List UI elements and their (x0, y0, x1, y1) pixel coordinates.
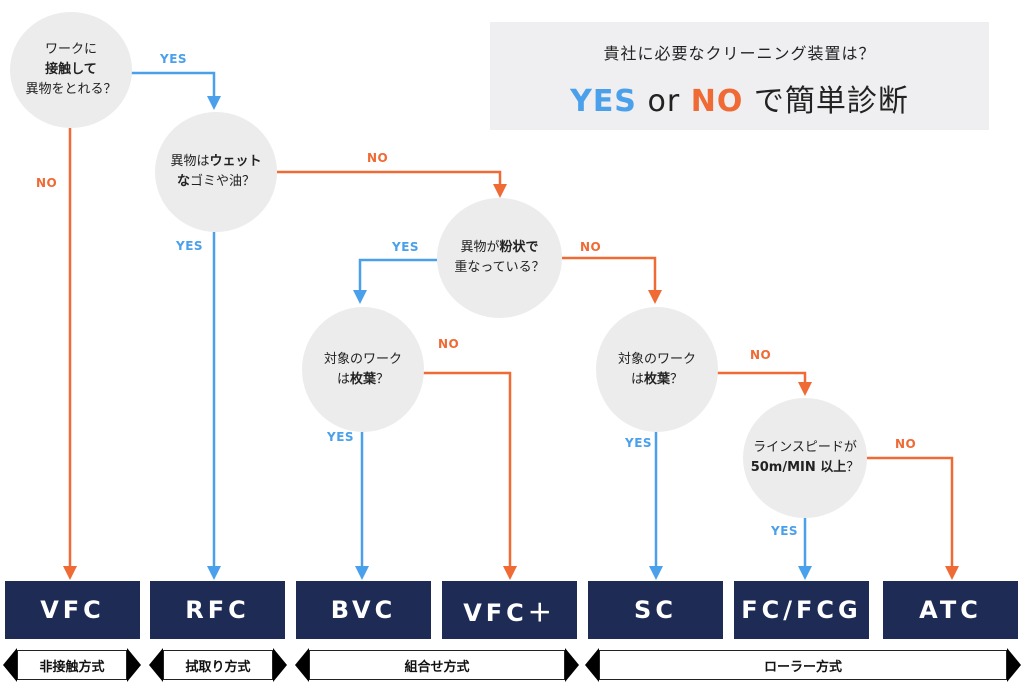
label-q1-no: NO (36, 176, 58, 190)
headline-yes: YES (570, 84, 637, 119)
result-vfc: VFC (5, 581, 140, 639)
headline-no: NO (690, 84, 744, 119)
category-combined: 組合せ方式 (295, 648, 579, 682)
band-arrow-right-icon (565, 648, 579, 682)
question-contact: ワークに 接触して 異物をとれる？ (10, 12, 132, 128)
band-arrow-right-icon (1007, 648, 1021, 682)
wire-q3-yes (358, 258, 437, 292)
headline-tail: で簡単診断 (753, 84, 909, 119)
band-arrow-left-icon (149, 648, 163, 682)
arrow-q1-no (63, 566, 77, 580)
label-q6-no: NO (895, 437, 917, 451)
label-q5-no: NO (750, 348, 772, 362)
wire-q5-no (716, 371, 807, 384)
band-arrow-left-icon (3, 648, 17, 682)
wire-q3-no (562, 256, 657, 292)
category-non-contact: 非接触方式 (3, 648, 141, 682)
arrow-q1-yes (207, 96, 221, 110)
arrow-q6-yes (798, 566, 812, 580)
headline-or: or (647, 84, 681, 119)
label-q2-no: NO (367, 151, 389, 165)
category-wipe: 拭取り方式 (149, 648, 287, 682)
panel-subtitle: 貴社に必要なクリーニング装置は？ (603, 44, 876, 63)
title-panel: 貴社に必要なクリーニング装置は？ YES or NO で簡単診断 (490, 22, 989, 130)
band-arrow-left-icon (585, 648, 599, 682)
arrow-q2-yes (207, 566, 221, 580)
result-bvc: BVC (296, 581, 431, 639)
label-q2-yes: YES (176, 239, 204, 253)
wire-q2-no (277, 170, 502, 186)
question-line-speed: ラインスピードが 50m/MIN 以上？ (743, 398, 867, 518)
wire-q1-yes (120, 71, 216, 96)
question-sheet-work-left: 対象のワーク は枚葉？ (302, 307, 424, 432)
band-arrow-right-icon (127, 648, 141, 682)
category-roller: ローラー方式 (585, 648, 1021, 682)
result-fc-fcg: FC/FCG (734, 581, 869, 639)
label-q1-yes: YES (160, 52, 188, 66)
band-arrow-right-icon (273, 648, 287, 682)
label-q6-yes: YES (771, 524, 799, 538)
result-atc: ATC (883, 581, 1018, 639)
question-sheet-work-right: 対象のワーク は枚葉？ (596, 307, 718, 432)
question-powder-layered: 異物が粉状で 重なっている？ (437, 198, 562, 318)
label-q5-yes: YES (625, 436, 653, 450)
arrow-q2-no (493, 184, 507, 198)
arrow-q5-yes (649, 566, 663, 580)
arrow-q3-yes (353, 290, 367, 304)
arrow-q3-no (648, 290, 662, 304)
label-q3-no: NO (580, 240, 602, 254)
wire-q4-no (422, 371, 512, 568)
result-vfc-plus: VFC＋ (442, 581, 577, 639)
wire-q6-no (865, 456, 954, 568)
result-rfc: RFC (150, 581, 285, 639)
arrow-q6-no (945, 566, 959, 580)
panel-headline: YES or NO で簡単診断 (490, 76, 989, 120)
label-q4-yes: YES (327, 430, 355, 444)
label-q3-yes: YES (392, 240, 420, 254)
question-wet-debris: 異物はウェット なゴミや油？ (155, 112, 277, 232)
band-arrow-left-icon (295, 648, 309, 682)
arrow-q4-no (503, 566, 517, 580)
arrow-q5-no (798, 382, 812, 396)
label-q4-no: NO (438, 337, 460, 351)
result-sc: SC (588, 581, 723, 639)
arrow-q4-yes (355, 566, 369, 580)
